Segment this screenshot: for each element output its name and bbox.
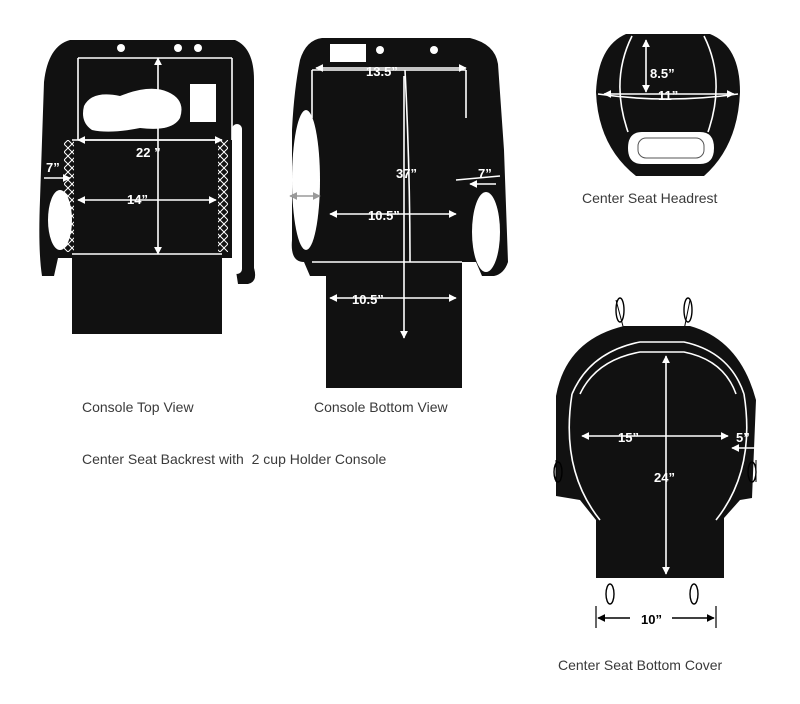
snap-hole — [430, 46, 438, 54]
strap-loop — [605, 583, 615, 605]
dim-13-5: 13.5” — [366, 64, 398, 79]
bottom-cover-view: 15” 5” 24” 10” — [553, 297, 757, 628]
headrest-view: 8.5” 11” — [596, 34, 740, 176]
dim-7-right: 7” — [478, 166, 492, 181]
side-slot — [232, 124, 242, 274]
side-clip — [747, 461, 757, 483]
side-opening — [48, 190, 72, 250]
strap-loop — [689, 583, 699, 605]
dim-15: 15” — [618, 430, 639, 445]
strap-loop — [615, 297, 625, 323]
snap-hole — [174, 44, 182, 52]
dim-37: 37” — [396, 166, 417, 181]
strap-loop — [683, 297, 693, 323]
caption-backrest: Center Seat Backrest with 2 cup Holder C… — [82, 451, 386, 467]
dim-22: 22 ” — [136, 145, 161, 160]
dim-10: 10” — [641, 612, 662, 627]
dim-10-5: 10.5” — [368, 208, 400, 223]
console-opening — [190, 84, 216, 122]
caption-bottom-cover: Center Seat Bottom Cover — [558, 657, 723, 673]
bottom-cover-outline — [556, 326, 756, 578]
caption-headrest: Center Seat Headrest — [582, 190, 718, 206]
headrest-opening — [628, 132, 714, 164]
side-opening — [472, 192, 500, 272]
snap-hole — [376, 46, 384, 54]
dim-7: 7” — [46, 160, 60, 175]
dim-5: 5” — [736, 430, 750, 445]
dim-7-left: 7” — [302, 178, 316, 193]
dim-14: 14” — [127, 192, 148, 207]
dim-10-5-low: 10.5” — [352, 292, 384, 307]
elastic-edge — [218, 140, 228, 252]
snap-hole — [194, 44, 202, 52]
dim-8-5: 8.5” — [650, 66, 675, 81]
snap-hole — [117, 44, 125, 52]
console-bottom-view: 13.5” 37” 10.5” 10.5” 7” 7” — [289, 38, 508, 388]
elastic-edge — [64, 140, 74, 252]
label-patch — [330, 44, 366, 62]
side-clip — [553, 461, 563, 483]
caption-console-bottom: Console Bottom View — [314, 399, 448, 415]
console-top-view: 22 ” 14” 7” — [39, 40, 256, 334]
caption-console-top: Console Top View — [82, 399, 194, 415]
dim-24: 24” — [654, 470, 675, 485]
side-opening — [292, 110, 320, 250]
dim-11: 11” — [658, 88, 678, 103]
